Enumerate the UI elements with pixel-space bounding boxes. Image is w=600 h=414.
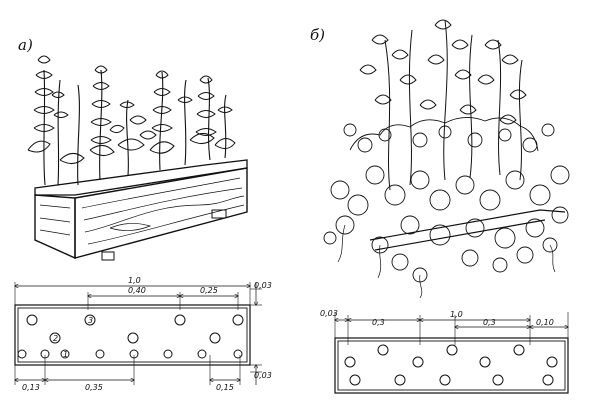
dim-a-edge-bottom: 0,03 [254, 371, 272, 380]
plant-marker [129, 349, 139, 359]
plant-marker [349, 374, 361, 386]
planter-box-illustration-a [27, 55, 248, 261]
planter-box-illustration-b [323, 19, 570, 299]
plant-marker [95, 349, 105, 359]
dim-a-bottom-right: 0,15 [216, 383, 234, 392]
marker-label-2: 2 [53, 334, 58, 343]
plant-marker [197, 349, 207, 359]
dim-a-length: 1,0 [128, 276, 141, 285]
plant-marker [209, 332, 221, 344]
plant-marker [40, 349, 50, 359]
dim-a-bottom-left: 0,13 [22, 383, 40, 392]
plan-b-plants [344, 344, 558, 386]
plant-marker [344, 356, 356, 368]
plant-marker [163, 349, 173, 359]
plant-marker [377, 344, 389, 356]
plant-marker [412, 356, 424, 368]
plant-marker [546, 356, 558, 368]
dim-b-left-gap: 0,3 [372, 318, 385, 327]
planting-plan-a: 1,0 0,40 0,25 0,03 0,13 0,35 0,15 0,03 3… [15, 276, 272, 392]
plant-marker [542, 374, 554, 386]
label-b: б) [310, 26, 325, 44]
plant-marker [513, 344, 525, 356]
plant-marker [394, 374, 406, 386]
plant-marker [127, 332, 139, 344]
plant-marker [232, 314, 244, 326]
plant-marker-3 [84, 314, 96, 326]
dim-b-right-gap: 0,3 [483, 318, 496, 327]
plant-marker [479, 356, 491, 368]
dim-a-top-right: 0,25 [200, 286, 218, 295]
dim-b-edge: 0,03 [320, 309, 338, 318]
marker-label-3: 3 [88, 316, 93, 325]
plant-marker [174, 314, 186, 326]
marker-label-1: 1 [63, 350, 68, 359]
plant-marker [17, 349, 27, 359]
dim-a-bottom-mid: 0,35 [85, 383, 103, 392]
plant-marker-2 [49, 332, 61, 344]
plan-a-plants: 3 2 1 [17, 314, 244, 359]
dim-a-edge-top: 0,03 [254, 281, 272, 290]
planting-plan-b: 0,03 0,3 1,0 0,3 0,10 [320, 309, 568, 394]
plant-marker-1 [60, 349, 70, 359]
plant-marker [233, 349, 243, 359]
label-a: а) [18, 36, 33, 54]
dim-b-end-gap: 0,10 [536, 318, 554, 327]
plant-marker [26, 314, 38, 326]
plant-marker [492, 374, 504, 386]
plant-marker [446, 344, 458, 356]
dim-a-top-gap: 0,40 [128, 286, 146, 295]
dim-b-length: 1,0 [450, 310, 463, 319]
plant-marker [439, 374, 451, 386]
